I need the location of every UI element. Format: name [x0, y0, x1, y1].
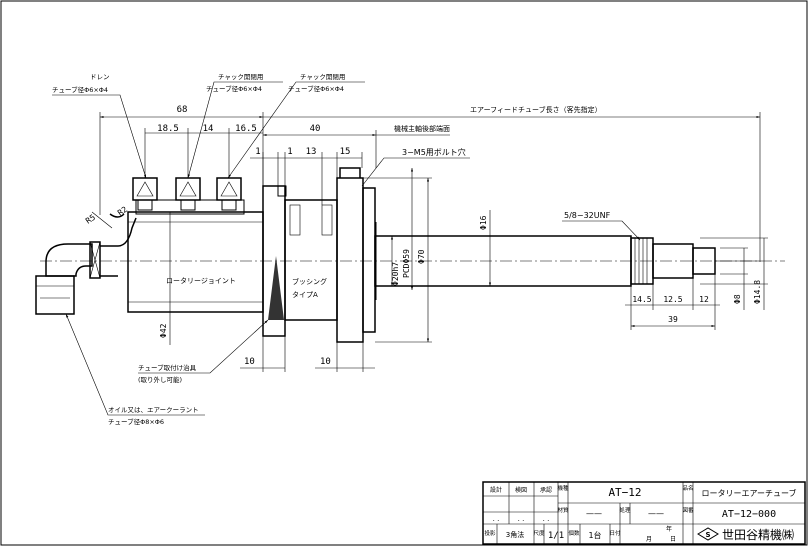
tb-scale-label: 尺度 [533, 529, 545, 537]
company-logo-icon: S [697, 527, 719, 541]
dim-18-5: 18.5 [157, 124, 179, 134]
dim-phi20: Φ20h7 [391, 262, 400, 286]
tb-month: 月 [646, 536, 652, 543]
dim-12: 12 [699, 295, 709, 304]
dim-phi14-8: Φ14.8 [753, 280, 762, 304]
tb-qty: 1台 [588, 530, 601, 540]
rotary-joint-body [127, 177, 264, 313]
tb-dots-2: . . [518, 515, 525, 523]
feed-tube [374, 235, 760, 287]
tb-part-no: AT−12−000 [722, 509, 776, 520]
dim-10a: 10 [244, 357, 255, 367]
dim-1b: 1 [287, 147, 292, 157]
dim-phi42: Φ42 [159, 323, 168, 338]
bushing-type-a [262, 167, 377, 343]
chuck1-label: チャック開閉用 [218, 73, 263, 81]
oil-tube: チューブ径Φ8×Φ6 [108, 417, 164, 426]
dim-13: 13 [306, 147, 317, 157]
port-fitting-chuck2 [216, 177, 242, 211]
bushing-label-1: ブッシング [292, 277, 327, 286]
tb-dots-1: . . [493, 515, 500, 523]
drain-label: ドレン [90, 73, 110, 81]
dim-phi8: Φ8 [733, 294, 742, 304]
rotary-joint-label: ロータリージョイント [166, 276, 236, 285]
tb-qty-label: 個数 [568, 529, 580, 537]
tb-name-label: 品名 [682, 484, 693, 492]
tb-design-header: 設計 [490, 486, 502, 494]
tb-part-label: 図番 [682, 507, 694, 514]
tb-company: 世田谷精機㈱ [722, 527, 794, 542]
air-feed-label: エアーフィードチューブ長さ（客先指定） [470, 105, 602, 114]
tb-proj: 3角法 [506, 530, 524, 539]
elbow-fitting [35, 213, 137, 315]
dim-r2: R2 [116, 205, 129, 218]
dim-15: 15 [340, 147, 351, 157]
port-fitting-drain [132, 177, 158, 211]
tube-fitting-label: チューブ取付け治具 [138, 363, 197, 372]
tb-treat-label: 処理 [619, 506, 631, 514]
dim-14: 14 [203, 124, 214, 134]
dim-phi16: Φ16 [479, 215, 488, 230]
bushing-label-2: タイプA [292, 290, 318, 299]
dim-40: 40 [310, 124, 321, 134]
dim-12-5: 12.5 [663, 295, 682, 304]
title-block: 設計 検図 承認 . . . . . . 機種 AT−12 材質 —— 処理 —… [482, 481, 806, 545]
removable-label: (取り外し可能) [138, 375, 182, 384]
dim-16-5: 16.5 [235, 124, 257, 134]
tb-treat: —— [648, 509, 664, 518]
tb-dots-3: . . [543, 515, 550, 523]
tb-model-label: 機種 [557, 484, 569, 492]
svg-text:S: S [705, 531, 710, 539]
dim-phi70: Φ70 [417, 249, 426, 264]
dim-10b: 10 [320, 357, 331, 367]
chuck2-tube: チューブ径Φ6×Φ4 [288, 84, 344, 93]
thread-label: 5/8−32UNF [564, 211, 611, 220]
dimensions: 68 エアーフィードチューブ長さ（客先指定） 18.5 14 16.5 40 機… [84, 105, 768, 372]
tb-material: —— [586, 509, 602, 518]
drain-tube: チューブ径Φ6×Φ4 [52, 85, 108, 94]
tb-check-header: 検図 [515, 486, 527, 494]
tb-name: ロータリーエアーチューブ [701, 488, 796, 498]
chuck2-label: チャック開閉用 [300, 73, 345, 81]
bolt-hole-label: 3−M5用ボルト穴 [402, 147, 466, 157]
port-fitting-chuck1 [175, 177, 201, 211]
dim-39: 39 [668, 315, 678, 324]
tb-scale: 1/1 [548, 531, 564, 541]
dim-14-5: 14.5 [632, 295, 651, 304]
tb-proj-label: 投影 [484, 529, 496, 537]
tb-day: 日 [670, 536, 676, 543]
oil-label: オイル又は、エアークーラント [108, 406, 199, 414]
dim-68: 68 [177, 105, 188, 115]
tb-model: AT−12 [608, 486, 641, 499]
dim-1a: 1 [255, 147, 260, 157]
spindle-end-label: 機械主軸後部端面 [394, 124, 450, 133]
dim-pcd: PCDΦ59 [402, 249, 411, 278]
tb-date-label: 日付 [609, 529, 621, 537]
callouts: ドレン チューブ径Φ6×Φ4 チャック開閉用 チューブ径Φ6×Φ4 チャック開閉… [52, 73, 641, 426]
tb-approve-header: 承認 [540, 486, 552, 494]
tb-year: 年 [666, 525, 672, 533]
chuck1-tube: チューブ径Φ6×Φ4 [206, 84, 262, 93]
tb-material-label: 材質 [557, 506, 569, 514]
